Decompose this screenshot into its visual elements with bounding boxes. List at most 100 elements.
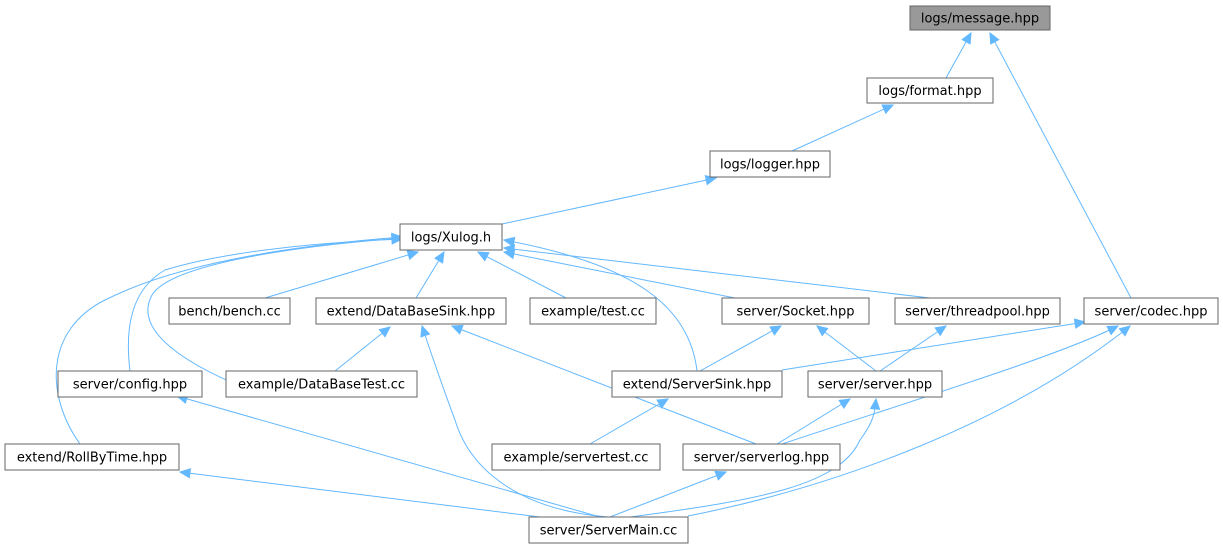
node-box [721, 297, 870, 325]
edge-servermain-to-codec [687, 325, 1131, 517]
edge-arrowhead [961, 31, 972, 45]
edge-line [791, 104, 894, 152]
edge-arrowhead [476, 251, 490, 262]
node-test[interactable]: example/test.cc [529, 297, 657, 325]
edge-arrowhead [769, 325, 783, 336]
node-label: server/Socket.hpp [737, 305, 855, 320]
edge-arrowhead [1118, 325, 1131, 337]
edge-line [55, 236, 403, 445]
node-label: example/DataBaseTest.cc [238, 378, 405, 393]
node-servertest[interactable]: example/servertest.cc [491, 443, 661, 471]
node-box [168, 297, 291, 325]
node-serversink[interactable]: extend/ServerSink.hpp [611, 370, 783, 398]
edge-serversink-to-xulog [502, 236, 698, 372]
edge-arrowhead [869, 397, 881, 410]
node-box [225, 370, 418, 398]
node-label: server/server.hpp [818, 378, 932, 393]
node-label: logs/Xulog.h [411, 231, 491, 246]
node-label: server/codec.hpp [1095, 305, 1208, 320]
node-label: logs/format.hpp [878, 84, 981, 99]
edge-serverlog-to-codec [781, 325, 1120, 445]
node-box [399, 223, 503, 251]
node-box [807, 370, 943, 398]
edge-dbsink-to-xulog [415, 250, 445, 299]
edge-rollbytime-to-xulog [55, 232, 404, 445]
edge-arrowhead [450, 324, 464, 335]
edge-line [816, 325, 877, 372]
node-box [529, 297, 657, 325]
node-box [4, 443, 180, 471]
node-bench[interactable]: bench/bench.cc [168, 297, 291, 325]
edge-line [609, 471, 727, 518]
edge-line [179, 471, 541, 518]
edge-line [699, 325, 782, 372]
node-serverlog[interactable]: server/serverlog.hpp [682, 443, 841, 471]
edge-line [687, 325, 1131, 517]
edge-line [264, 251, 419, 299]
node-socket[interactable]: server/Socket.hpp [721, 297, 870, 325]
edge-servermain-to-dbsink [420, 324, 609, 518]
node-box [528, 516, 689, 544]
node-dbsink[interactable]: extend/DataBaseSink.hpp [315, 297, 507, 325]
edge-socket-to-xulog [502, 248, 736, 299]
edge-arrowhead [502, 243, 516, 255]
edge-bench-to-xulog [264, 249, 420, 299]
edge-servertest-to-serversink [589, 398, 670, 445]
edge-arrowhead [881, 104, 895, 115]
node-label: server/ServerMain.cc [540, 524, 678, 539]
edge-arrowhead [1073, 318, 1087, 329]
node-box [1083, 297, 1219, 325]
node-label: extend/DataBaseSink.hpp [327, 305, 496, 320]
edge-line [503, 239, 698, 372]
edge-line [879, 325, 947, 372]
node-label: server/threadpool.hpp [905, 305, 1050, 320]
edge-format-to-message [945, 31, 972, 79]
node-box [57, 370, 203, 398]
edge-serverlog-to-server [776, 398, 852, 445]
edge-serversink-to-socket [699, 325, 783, 372]
node-box [315, 297, 507, 325]
node-label: example/servertest.cc [504, 451, 649, 466]
edge-line [451, 325, 757, 445]
edge-arrowhead [656, 398, 670, 409]
node-threadpool[interactable]: server/threadpool.hpp [894, 297, 1061, 325]
node-servermain[interactable]: server/ServerMain.cc [528, 516, 689, 544]
edge-line [147, 237, 403, 398]
node-xulog[interactable]: logs/Xulog.h [399, 223, 503, 251]
edge-arrowhead [406, 249, 420, 261]
edge-arrowhead [434, 250, 445, 264]
node-format[interactable]: logs/format.hpp [866, 77, 994, 104]
node-logger[interactable]: logs/logger.hpp [709, 150, 831, 178]
edge-arrowhead [934, 325, 948, 337]
node-box [709, 150, 831, 178]
edge-arrowhead [391, 232, 404, 244]
edge-arrowhead [714, 470, 728, 481]
edge-line [589, 398, 669, 445]
node-label: extend/ServerSink.hpp [623, 378, 772, 393]
node-codec[interactable]: server/codec.hpp [1083, 297, 1219, 325]
edge-server-to-threadpool [879, 325, 948, 372]
edges-layer [55, 31, 1132, 518]
edge-arrowhead [816, 325, 829, 337]
edge-servermain-to-rollbytime [178, 468, 541, 518]
node-label: server/serverlog.hpp [694, 451, 829, 466]
nodes-layer: logs/message.hpplogs/format.hpplogs/logg… [4, 5, 1219, 544]
edge-line [781, 321, 1086, 371]
edge-line [334, 326, 391, 372]
edge-xulog-to-logger [501, 175, 718, 225]
node-box [909, 5, 1051, 31]
edge-arrowhead [420, 324, 431, 338]
node-config[interactable]: server/config.hpp [57, 370, 203, 398]
edge-arrowhead [989, 31, 1000, 45]
edge-arrowhead [502, 236, 516, 248]
node-server[interactable]: server/server.hpp [807, 370, 943, 398]
node-label: bench/bench.cc [178, 305, 281, 320]
edge-line [477, 251, 567, 299]
node-box [611, 370, 783, 398]
edge-serverlog-to-dbsink [450, 324, 757, 445]
edge-line [421, 325, 609, 518]
node-rollbytime[interactable]: extend/RollByTime.hpp [4, 443, 180, 471]
node-label: logs/logger.hpp [720, 158, 820, 173]
node-dbtest[interactable]: example/DataBaseTest.cc [225, 370, 418, 398]
